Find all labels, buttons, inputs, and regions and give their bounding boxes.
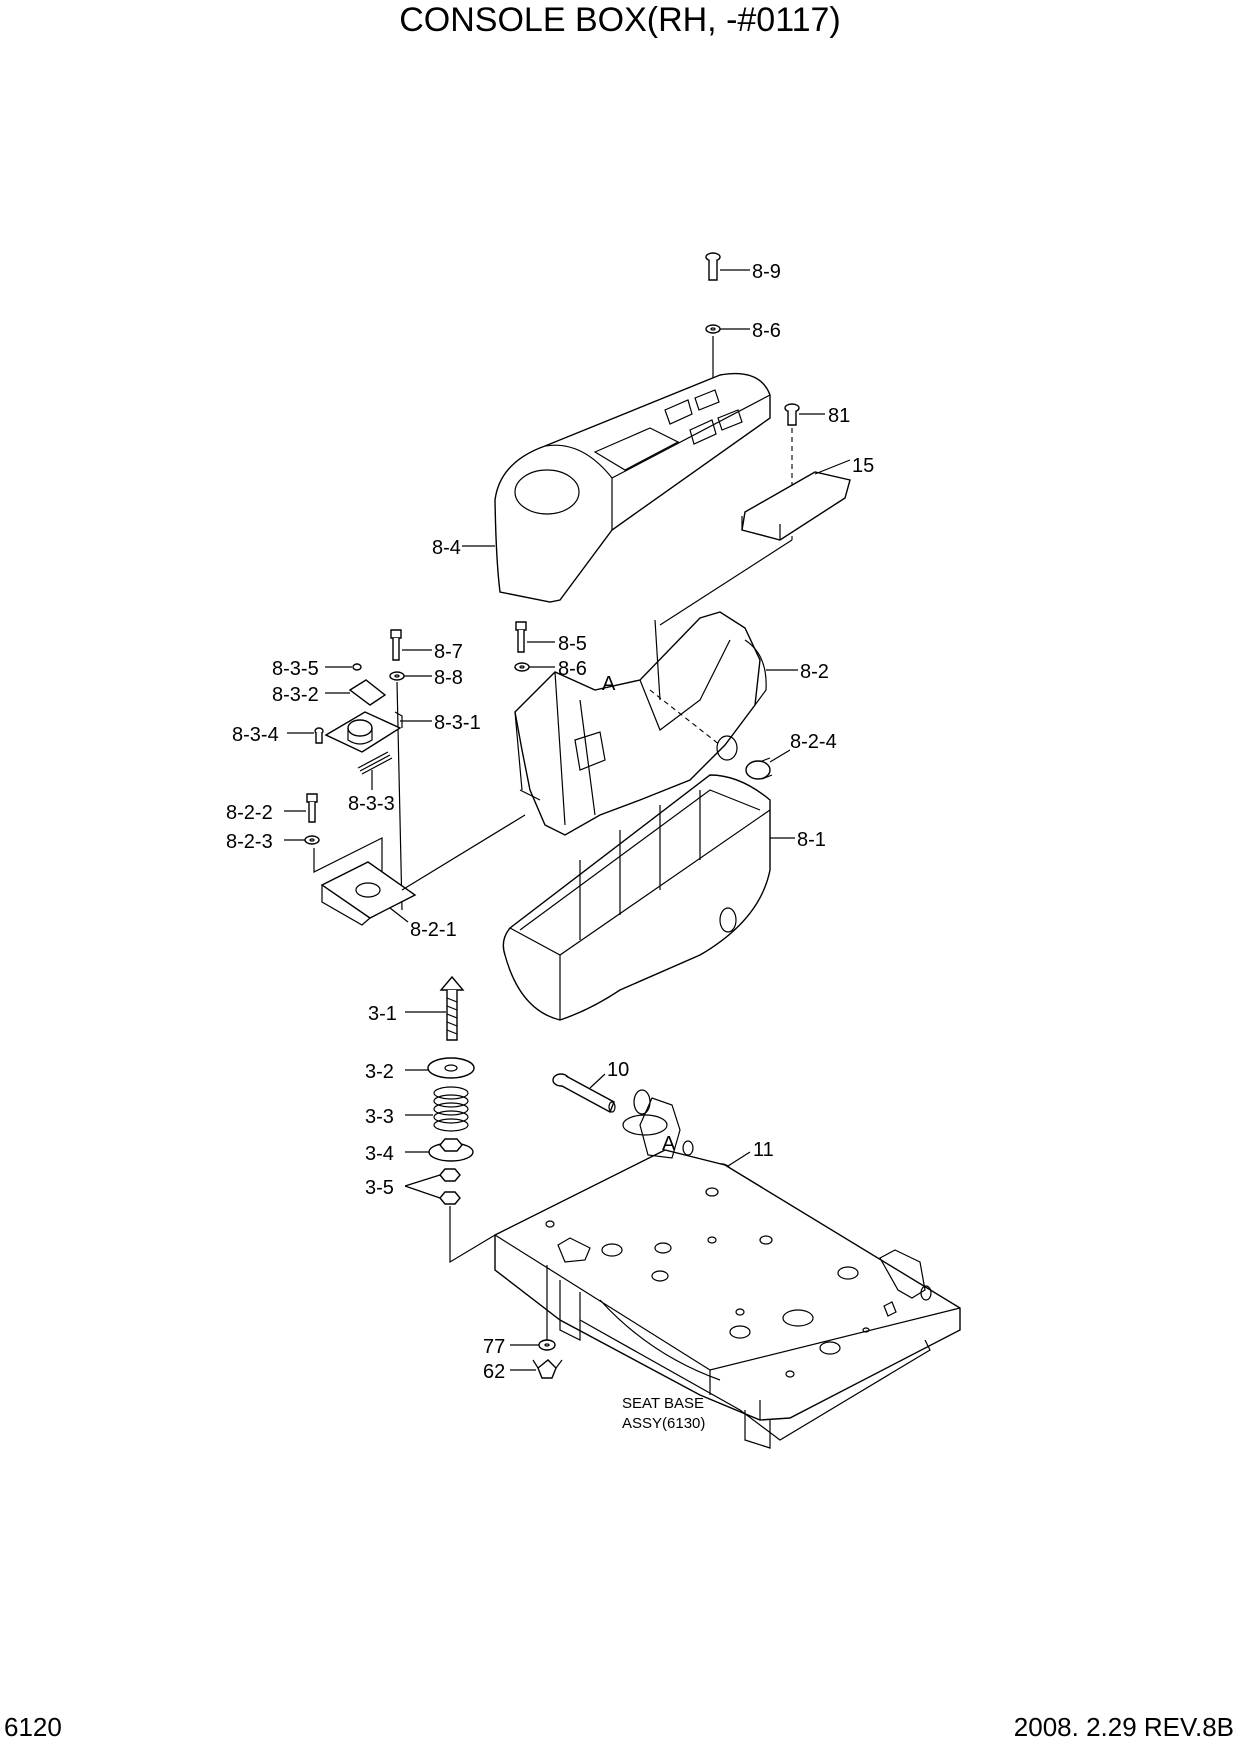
washer-8-8 bbox=[389, 671, 432, 911]
washer-77 bbox=[510, 1265, 556, 1351]
callout-8-3-4: 8-3-4 bbox=[232, 724, 279, 746]
screw-8-9 bbox=[705, 252, 750, 281]
callout-8-2-3: 8-2-3 bbox=[226, 831, 273, 853]
callout-8-3-5: 8-3-5 bbox=[272, 658, 319, 680]
washer-8-6-mid bbox=[514, 662, 555, 672]
bolt-8-2-2 bbox=[284, 793, 318, 823]
callout-8-3-3: 8-3-3 bbox=[348, 793, 395, 815]
callout-a-upper: A bbox=[602, 673, 616, 695]
base-8-3-1 bbox=[324, 711, 432, 753]
washer-8-2-3 bbox=[284, 835, 383, 880]
callout-8-6-top: 8-6 bbox=[752, 320, 781, 342]
callout-3-4: 3-4 bbox=[365, 1143, 394, 1165]
pin-8-3-4 bbox=[287, 727, 324, 744]
callout-3-3: 3-3 bbox=[365, 1106, 394, 1128]
callout-8-4: 8-4 bbox=[432, 537, 461, 559]
wingnut-62 bbox=[510, 1359, 563, 1379]
bolt-3-1 bbox=[405, 975, 465, 1041]
bolt-8-7 bbox=[390, 629, 432, 661]
console-cover-8-4 bbox=[462, 372, 771, 603]
callout-8-2-4: 8-2-4 bbox=[790, 731, 837, 753]
callout-62: 62 bbox=[483, 1361, 505, 1383]
bolt-8-5 bbox=[515, 621, 555, 653]
callout-8-9: 8-9 bbox=[752, 261, 781, 283]
callout-10: 10 bbox=[607, 1059, 629, 1081]
seat-base-note-line2: ASSY(6130) bbox=[622, 1415, 705, 1432]
callout-8-2-2: 8-2-2 bbox=[226, 802, 273, 824]
callout-8-6-mid: 8-6 bbox=[558, 658, 587, 680]
washer-8-6-top bbox=[705, 324, 750, 385]
bracket-15 bbox=[741, 459, 851, 541]
callout-77: 77 bbox=[483, 1336, 505, 1358]
spring-3-3 bbox=[405, 1086, 469, 1132]
callout-8-8: 8-8 bbox=[434, 667, 463, 689]
bracket-8-2-1 bbox=[320, 814, 526, 926]
callout-8-2: 8-2 bbox=[800, 661, 829, 683]
mount-3-4 bbox=[405, 1138, 474, 1162]
callout-8-3-2: 8-3-2 bbox=[272, 684, 319, 706]
bushing-8-2-4 bbox=[745, 749, 791, 780]
revision-date: 2008. 2.29 REV.8B bbox=[1013, 1712, 1234, 1742]
plate-8-3-2 bbox=[325, 679, 387, 706]
callout-8-7: 8-7 bbox=[434, 641, 463, 663]
callout-81: 81 bbox=[828, 405, 850, 427]
callout-8-5: 8-5 bbox=[558, 633, 587, 655]
callout-3-5: 3-5 bbox=[365, 1177, 394, 1199]
lower-box-8-1 bbox=[502, 774, 795, 1021]
callout-3-2: 3-2 bbox=[365, 1061, 394, 1083]
spring-8-3-3 bbox=[357, 751, 393, 790]
callout-8-1: 8-1 bbox=[797, 829, 826, 851]
callout-8-3-1: 8-3-1 bbox=[434, 712, 481, 734]
callout-8-2-1: 8-2-1 bbox=[410, 919, 457, 941]
page-number: 6120 bbox=[4, 1712, 62, 1742]
page-title: CONSOLE BOX(RH, -#0117) bbox=[399, 1, 841, 39]
inner-frame-8-2 bbox=[514, 611, 798, 836]
nuts-3-5 bbox=[404, 1168, 496, 1264]
callout-15: 15 bbox=[852, 455, 874, 477]
callout-a-lower: A bbox=[662, 1133, 676, 1155]
seat-base-assembly bbox=[494, 1089, 961, 1449]
pin-10 bbox=[552, 1073, 616, 1113]
seat-base-note-line1: SEAT BASE bbox=[622, 1395, 704, 1412]
washer-3-2 bbox=[405, 1057, 475, 1079]
callout-3-1: 3-1 bbox=[368, 1003, 397, 1025]
clip-8-3-5 bbox=[325, 663, 362, 671]
callout-11: 11 bbox=[753, 1139, 774, 1161]
